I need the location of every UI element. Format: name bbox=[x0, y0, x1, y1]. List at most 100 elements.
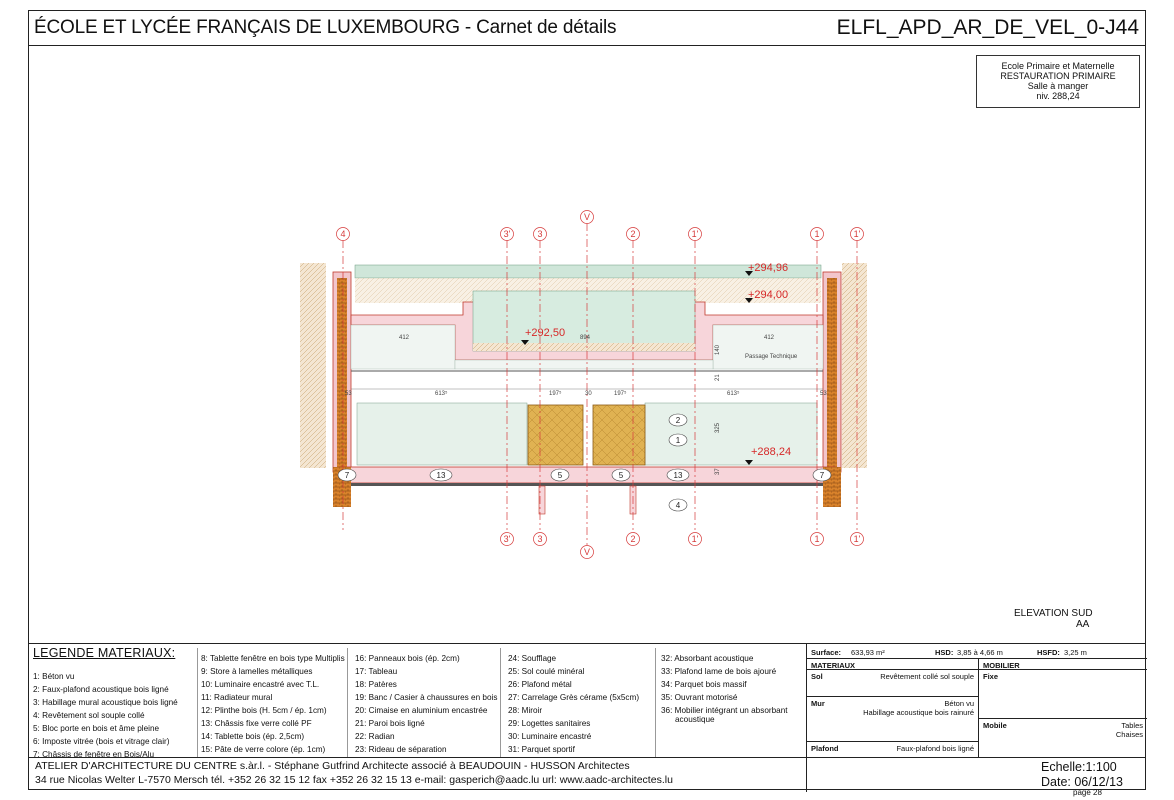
column-1 bbox=[538, 485, 546, 515]
surface-label: Surface: bbox=[811, 648, 842, 657]
furniture-column: MOBILIER Fixe Mobile Tables Chaises bbox=[979, 659, 1147, 758]
legend-item: 33: Plafond lame de bois ajouré bbox=[661, 667, 777, 676]
mobile-value-1: Tables bbox=[1121, 721, 1143, 730]
legend-col-3: 16: Panneaux bois (ép. 2cm) 17: Tableau … bbox=[355, 652, 497, 756]
brick-left bbox=[337, 278, 347, 468]
legend-divider bbox=[655, 648, 656, 757]
materials-header: MATERIAUX bbox=[807, 659, 978, 670]
date-text: Date: 06/12/13 bbox=[1041, 775, 1124, 789]
header-divider bbox=[29, 45, 1145, 46]
level-triangle-icon bbox=[745, 271, 753, 276]
hsd-label: HSD: bbox=[935, 648, 954, 657]
dim-53-right: 53 bbox=[820, 391, 827, 397]
grid-lines bbox=[342, 223, 858, 545]
room-data-table: Surface: 633,93 m² HSD: 3,85 à 4,66 m HS… bbox=[806, 644, 1147, 758]
wall-value: Béton vu Habillage acoustique bois rainu… bbox=[863, 699, 974, 717]
dim-21: 21 bbox=[715, 374, 721, 381]
mobile-furniture-row: Mobile Tables Chaises bbox=[979, 719, 1147, 758]
architect-name: ATELIER D'ARCHITECTURE DU CENTRE s.àr.l.… bbox=[35, 760, 630, 772]
legend-item: 32: Absorbant acoustique bbox=[661, 654, 754, 663]
elevation-drawing: 4 3' 3 V 2 1' 1 1' 3' 3 V 2 bbox=[267, 205, 877, 565]
legend-item: 34: Parquet bois massif bbox=[661, 680, 747, 689]
dim-412-left: 412 bbox=[399, 335, 410, 341]
legend-item: 23: Rideau de séparation bbox=[355, 745, 447, 754]
legend-item: 15: Pâte de verre colore (ép. 1cm) bbox=[201, 745, 326, 754]
level-294-00: +294,00 bbox=[748, 289, 788, 301]
legend-item: 16: Panneaux bois (ép. 2cm) bbox=[355, 654, 460, 663]
grid-label-4: 4 bbox=[340, 229, 345, 239]
room-metrics-row: Surface: 633,93 m² HSD: 3,85 à 4,66 m HS… bbox=[807, 644, 1147, 659]
hsd-value: 3,85 à 4,66 m bbox=[957, 648, 1003, 657]
legend-item: 36: Mobilier intégrant un absorbant bbox=[661, 706, 788, 715]
dim-197-left: 197⁵ bbox=[549, 390, 562, 397]
room-line-4: niv. 288,24 bbox=[1036, 91, 1080, 101]
legend-col-2: 8: Tablette fenêtre en bois type Multipl… bbox=[201, 652, 345, 756]
legend-item: 31: Parquet sportif bbox=[508, 745, 575, 754]
legend-item: 1: Béton vu bbox=[33, 672, 75, 681]
passage-technique: Passage Technique bbox=[745, 354, 798, 360]
wall-row: Mur Béton vu Habillage acoustique bois r… bbox=[807, 697, 978, 742]
tag-13-right: 13 bbox=[674, 471, 683, 480]
hsfd-value: 3,25 m bbox=[1064, 648, 1087, 657]
legend-item: 21: Paroi bois ligné bbox=[355, 719, 425, 728]
wall-value-2: Habillage acoustique bois rainuré bbox=[863, 708, 974, 717]
legend-item: 19: Banc / Casier à chaussures en bois bbox=[355, 693, 498, 702]
surface-value: 633,93 m² bbox=[851, 648, 885, 657]
legend-item: 4: Revêtement sol souple collé bbox=[33, 711, 145, 720]
ceiling-value: Faux-plafond bois ligné bbox=[896, 744, 974, 753]
grid-label-2-bottom: 2 bbox=[630, 534, 635, 544]
page-number: page 28 bbox=[1073, 788, 1102, 797]
legend-item: 25: Sol coulé minéral bbox=[508, 667, 585, 676]
room-line-3: Salle à manger bbox=[1027, 81, 1089, 91]
floor-label: Sol bbox=[811, 672, 823, 681]
room-line-1: Ecole Primaire et Maternelle bbox=[1001, 61, 1115, 71]
grid-label-1-bottom: 1 bbox=[814, 534, 819, 544]
dim-412-right: 412 bbox=[764, 335, 775, 341]
grid-label-3-bottom: 3 bbox=[537, 534, 542, 544]
grid-label-1p: 1' bbox=[692, 229, 699, 239]
materials-column: MATERIAUX Sol Revêtement collé sol soupl… bbox=[807, 659, 979, 758]
tag-13-left: 13 bbox=[437, 471, 446, 480]
legend-panel: LEGENDE MATERIAUX: 1: Béton vu 2: Faux-p… bbox=[29, 643, 1147, 759]
tag-1: 1 bbox=[676, 436, 681, 445]
dim-894: 894 bbox=[580, 335, 591, 341]
tag-7-left: 7 bbox=[345, 471, 350, 480]
elevation-name: ELEVATION SUD bbox=[1014, 608, 1093, 619]
mobile-value-2: Chaises bbox=[1115, 730, 1143, 739]
level-triangle-icon bbox=[745, 460, 753, 465]
skylight bbox=[472, 290, 696, 352]
grid-label-3p-bottom: 3' bbox=[504, 534, 511, 544]
architect-contact: 34 rue Nicolas Welter L-7570 Mersch tél.… bbox=[35, 774, 673, 786]
mobile-value: Tables Chaises bbox=[1116, 721, 1143, 739]
dim-140: 140 bbox=[715, 344, 721, 355]
legend-item: 20: Cimaise en aluminium encastrée bbox=[355, 706, 488, 715]
grid-bubbles-top: 4 3' 3 V 2 1' 1 1' bbox=[336, 210, 864, 241]
hsfd-label: HSFD: bbox=[1037, 648, 1060, 657]
mobile-label: Mobile bbox=[983, 721, 1007, 730]
door-right bbox=[592, 404, 646, 466]
furniture-header: MOBILIER bbox=[979, 659, 1147, 670]
dim-325: 325 bbox=[715, 422, 721, 433]
fixed-furniture-row: Fixe bbox=[979, 670, 1147, 719]
legend-item: 24: Soufflage bbox=[508, 654, 557, 663]
dim-30: 30 bbox=[585, 391, 592, 397]
scale-date-block: Echelle:1:100 Date: 06/12/13 bbox=[806, 758, 1145, 792]
title-block-footer: ATELIER D'ARCHITECTURE DU CENTRE s.àr.l.… bbox=[29, 757, 1145, 792]
legend-col-1: 1: Béton vu 2: Faux-plafond acoustique b… bbox=[33, 670, 178, 761]
level-288-24: +288,24 bbox=[751, 446, 791, 458]
floor-value: Revêtement collé sol souple bbox=[880, 672, 974, 681]
level-triangle-icon bbox=[745, 298, 753, 303]
legend-divider bbox=[347, 648, 348, 757]
level-292-50: +292,50 bbox=[525, 327, 565, 339]
drawing-sheet: ÉCOLE ET LYCÉE FRANÇAIS DE LUXEMBOURG - … bbox=[28, 10, 1147, 792]
floor-row: Sol Revêtement collé sol souple bbox=[807, 670, 978, 697]
tag-5-left: 5 bbox=[558, 471, 563, 480]
grid-label-3p: 3' bbox=[504, 229, 511, 239]
brick-right bbox=[827, 278, 837, 468]
fixed-label: Fixe bbox=[983, 672, 999, 681]
legend-item: acoustique bbox=[675, 715, 715, 724]
door-left bbox=[527, 404, 584, 466]
grid-label-2: 2 bbox=[630, 229, 635, 239]
grid-label-1: 1 bbox=[814, 229, 819, 239]
grid-label-1p-right: 1' bbox=[854, 229, 861, 239]
